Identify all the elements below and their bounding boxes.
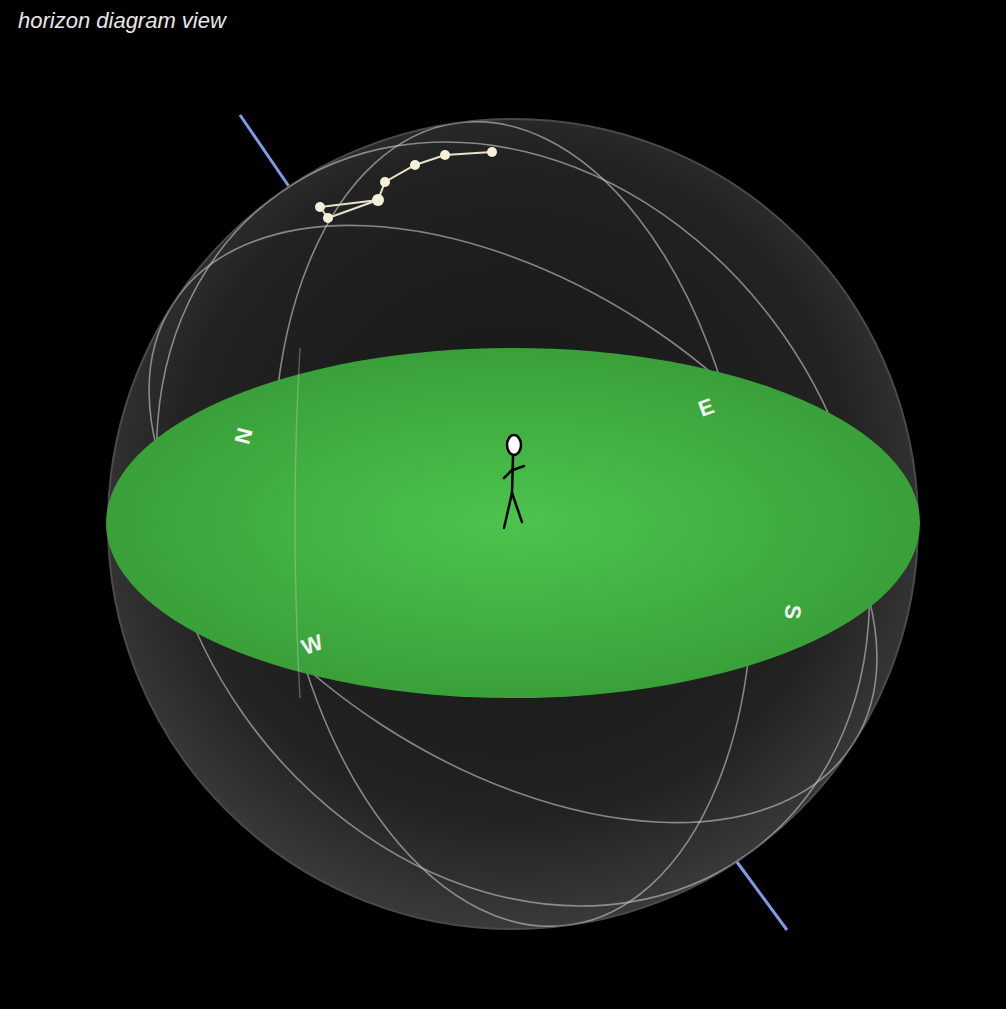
great-circles	[10, 3, 1006, 1009]
celestial-axis	[240, 115, 290, 188]
view-title: horizon diagram view	[18, 8, 226, 34]
compass-direction: S	[778, 604, 805, 621]
observer-figure	[504, 435, 524, 528]
big-dipper	[315, 147, 497, 223]
horizon-plane	[106, 348, 920, 698]
celestial-axis	[737, 862, 787, 930]
